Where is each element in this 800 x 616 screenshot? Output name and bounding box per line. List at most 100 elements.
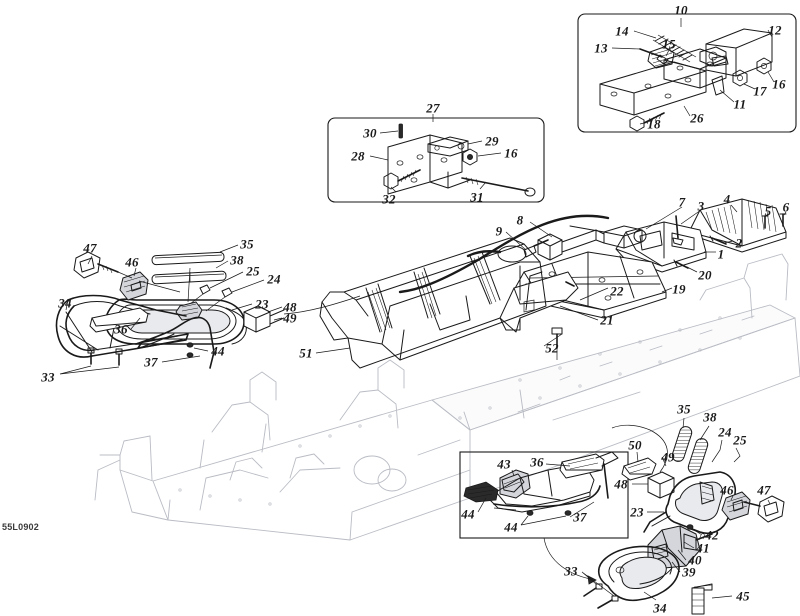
callout-38b: 38: [703, 409, 717, 425]
seat-tip: [463, 481, 499, 503]
callout-22: 22: [610, 283, 624, 299]
callout-33: 33: [41, 369, 55, 385]
callout-35b: 35: [677, 401, 691, 417]
bolt-33a: [87, 347, 95, 365]
callout-24b: 24: [718, 424, 732, 440]
inset-lower-center: [459, 451, 629, 585]
screw-21b: [565, 281, 575, 287]
connector-48: [243, 305, 285, 333]
callout-13: 13: [594, 40, 608, 56]
bracket-group-39: [647, 525, 713, 569]
callout-32: 32: [382, 191, 396, 207]
clip-44a: [186, 342, 194, 348]
switch-block-46: [119, 271, 149, 301]
plate-11: [663, 46, 727, 96]
callout-27: 27: [426, 100, 440, 116]
callout-29: 29: [485, 133, 499, 149]
callout-26: 26: [690, 110, 704, 126]
grip-35-lower: [671, 426, 693, 462]
callout-5: 5: [764, 203, 772, 219]
callout-48: 48: [283, 299, 297, 315]
bolt-18: [629, 112, 665, 132]
callout-31: 31: [470, 189, 484, 205]
callout-6: 6: [782, 199, 790, 215]
callout-15: 15: [662, 36, 676, 52]
callout-28: 28: [351, 148, 365, 164]
callout-34b: 34: [653, 600, 667, 616]
seat-base-1: [615, 221, 707, 273]
callout-47: 47: [83, 240, 97, 256]
screw-2: [709, 235, 727, 245]
sheet-watermark: 55L0902: [2, 522, 39, 532]
handle-23-lower: [643, 471, 736, 534]
callout-47b: 47: [757, 482, 771, 498]
inset-10: [577, 13, 797, 133]
callout-35: 35: [240, 236, 254, 252]
callout-44: 44: [211, 343, 225, 359]
clip-44b-inset: [564, 510, 572, 516]
bracket-47-lower: [743, 495, 785, 523]
inset-27: [327, 114, 545, 203]
screw-3: [672, 215, 684, 246]
knuckle-15: [647, 46, 675, 69]
callout-7: 7: [678, 194, 686, 210]
callout-10: 10: [674, 2, 688, 18]
callout-36: 36: [114, 321, 128, 337]
bolt-33b-lower: [597, 595, 619, 609]
callout-16: 16: [772, 76, 786, 92]
callout-1: 1: [717, 246, 725, 262]
callout-24: 24: [267, 271, 281, 287]
callout-44c: 44: [504, 519, 518, 535]
plate-26: [599, 61, 707, 116]
bracket-28: [387, 134, 471, 195]
callout-2: 2: [735, 235, 743, 251]
switch-block-46-lower: [721, 491, 751, 521]
seat-assembly-right: [315, 198, 787, 360]
handle-assembly-left: [55, 244, 361, 375]
callout-14: 14: [615, 23, 629, 39]
fastener-24: [205, 287, 233, 312]
callout-48b: 48: [614, 476, 628, 492]
callout-36b: 36: [530, 454, 544, 470]
callout-45: 45: [736, 588, 750, 604]
callout-38: 38: [230, 252, 244, 268]
rod-37: [135, 316, 215, 369]
callout-16b: 16: [504, 145, 518, 161]
callout-17: 17: [753, 83, 767, 99]
screw-5: [761, 215, 769, 229]
connector-8: [537, 229, 605, 261]
callout-18: 18: [647, 116, 661, 132]
bracket-47: [73, 251, 119, 279]
pin-30: [398, 123, 403, 139]
callout-40: 40: [688, 552, 702, 568]
pad-36-inset: [559, 453, 605, 479]
callout-23b: 23: [630, 504, 644, 520]
callout-49b: 49: [661, 449, 675, 465]
callout-34: 34: [58, 295, 72, 311]
callout-30: 30: [363, 125, 377, 141]
callout-21: 21: [600, 312, 614, 328]
callout-41: 41: [696, 540, 710, 556]
screw-20: [673, 259, 689, 269]
bolt-33a-lower: [583, 583, 603, 597]
callout-33b: 33: [564, 563, 578, 579]
socket-9: [497, 239, 549, 263]
callout-12: 12: [768, 22, 782, 38]
pad-50: [621, 457, 657, 481]
callout-51: 51: [299, 345, 313, 361]
callout-37b: 37: [573, 509, 587, 525]
bolt-33b: [115, 348, 123, 366]
rod-37-inset: [493, 485, 601, 508]
callout-52: 52: [545, 340, 559, 356]
strip-45: [691, 583, 713, 615]
clip-44b: [186, 352, 194, 358]
callout-19: 19: [672, 281, 686, 297]
grip-38-lower: [687, 438, 709, 474]
callout-20: 20: [698, 267, 712, 283]
callout-4: 4: [723, 191, 731, 207]
chassis-frame: [94, 253, 800, 541]
callout-37: 37: [144, 354, 158, 370]
callout-11: 11: [733, 96, 747, 112]
